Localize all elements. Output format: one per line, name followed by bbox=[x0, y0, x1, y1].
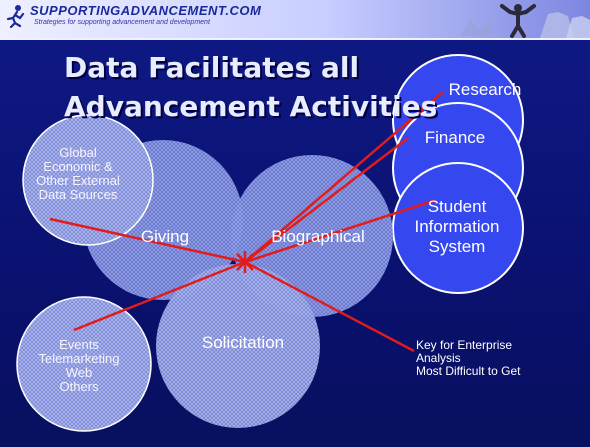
events-label: Events Telemarketing Web Others bbox=[24, 338, 134, 394]
connector-research bbox=[244, 91, 444, 263]
global-line-1: Global bbox=[59, 145, 97, 160]
global-line-3: Other External bbox=[36, 173, 120, 188]
brand-tagline: Strategies for supporting advancement an… bbox=[34, 19, 210, 26]
global-data-label: Global Economic & Other External Data So… bbox=[28, 146, 128, 202]
annotation-line-2: Analysis bbox=[416, 351, 461, 365]
giving-label: Giving bbox=[140, 227, 190, 246]
solicitation-label: Solicitation bbox=[201, 333, 285, 352]
key-annotation: Key for Enterprise Analysis Most Difficu… bbox=[416, 339, 520, 378]
events-line-2: Telemarketing bbox=[38, 351, 120, 366]
connector-annotation bbox=[244, 260, 415, 353]
connector-student bbox=[244, 198, 437, 264]
biographical-label: Biographical bbox=[271, 227, 365, 246]
student-system-label: Student Information System bbox=[412, 197, 502, 257]
title-line-1: Data Facilitates all bbox=[64, 51, 360, 84]
student-line-3: System bbox=[428, 237, 486, 256]
slide-title: Data Facilitates all Advancement Activit… bbox=[64, 48, 484, 126]
events-line-3: Web bbox=[65, 365, 93, 380]
brand-name: SUPPORTINGADVANCEMENT.COM bbox=[30, 3, 262, 18]
global-data-circle bbox=[22, 114, 154, 246]
events-circle bbox=[16, 296, 152, 432]
connector-events bbox=[73, 260, 246, 332]
runner-logo-icon bbox=[6, 5, 25, 28]
finance-label: Finance bbox=[424, 128, 486, 147]
solicitation-circle bbox=[156, 264, 320, 428]
hub-star-icon bbox=[236, 251, 254, 273]
connector-lines bbox=[49, 91, 444, 353]
header-banner: SUPPORTINGADVANCEMENT.COM Strategies for… bbox=[0, 0, 590, 40]
student-system-circle bbox=[392, 162, 524, 294]
annotation-line-3: Most Difficult to Get bbox=[416, 364, 521, 378]
connector-finance bbox=[244, 137, 409, 263]
athletes-banner-image bbox=[460, 4, 590, 38]
research-label: Research bbox=[448, 80, 522, 99]
events-line-1: Events bbox=[59, 337, 99, 352]
student-line-1: Student bbox=[427, 197, 487, 216]
student-line-2: Information bbox=[414, 217, 500, 236]
global-line-2: Economic & bbox=[43, 159, 113, 174]
title-line-2: Advancement Activities bbox=[64, 90, 438, 123]
connector-global bbox=[49, 217, 246, 264]
annotation-line-1: Key for Enterprise bbox=[416, 338, 513, 352]
global-line-4: Data Sources bbox=[38, 187, 118, 202]
events-line-4: Others bbox=[59, 379, 99, 394]
